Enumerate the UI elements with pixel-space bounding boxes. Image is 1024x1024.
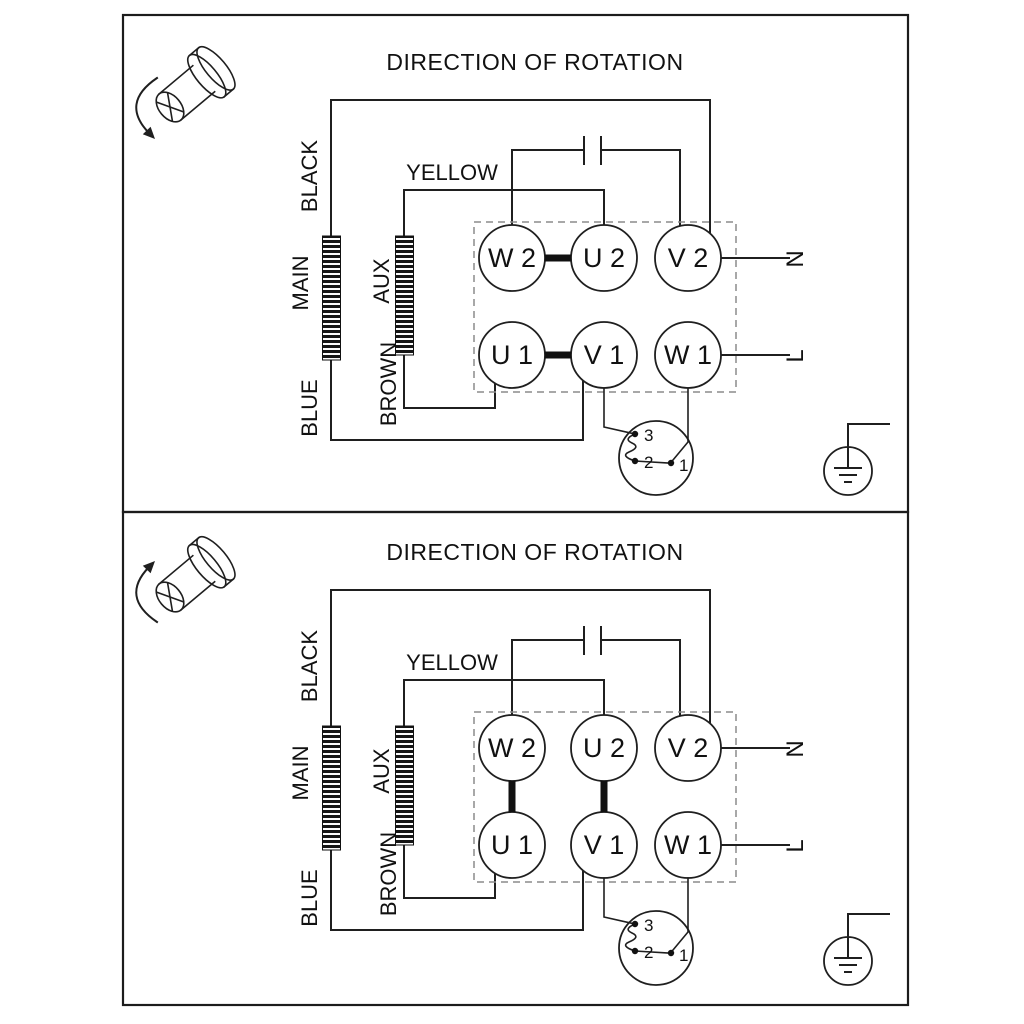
terminal-label-v2: V 2 bbox=[668, 243, 709, 273]
switch-label-1: 1 bbox=[679, 456, 688, 475]
terminal-label-v1: V 1 bbox=[584, 830, 625, 860]
switch-label-1: 1 bbox=[679, 946, 688, 965]
panel-bottom: DIRECTION OF ROTATION BLACK MAIN BLUE AU… bbox=[135, 530, 890, 986]
label-aux: AUX bbox=[369, 258, 394, 304]
panel-bottom-title: DIRECTION OF ROTATION bbox=[386, 539, 683, 565]
switch-label-3: 3 bbox=[644, 426, 653, 445]
motor-icon-bottom bbox=[143, 530, 242, 626]
rotation-arrowhead-bottom-icon bbox=[142, 561, 155, 574]
label-brown: BROWN bbox=[376, 342, 401, 426]
terminal-label-w1: W 1 bbox=[664, 340, 712, 370]
rotation-arrow-top bbox=[135, 76, 159, 135]
switch-label-2: 2 bbox=[644, 453, 653, 472]
terminal-label-v1: V 1 bbox=[584, 340, 625, 370]
label-neutral: N bbox=[782, 740, 809, 757]
label-line: L bbox=[782, 839, 809, 852]
label-line: L bbox=[782, 349, 809, 362]
terminal-label-w2: W 2 bbox=[488, 733, 536, 763]
label-neutral: N bbox=[782, 250, 809, 267]
label-yellow: YELLOW bbox=[406, 650, 498, 675]
terminal-label-u2: U 2 bbox=[583, 243, 625, 273]
motor-icon-top bbox=[143, 40, 242, 136]
terminal-label-u2: U 2 bbox=[583, 733, 625, 763]
panel-bottom-border bbox=[121, 510, 910, 1007]
label-main: MAIN bbox=[288, 256, 313, 311]
rotation-arrow-bottom bbox=[135, 565, 159, 624]
label-black: BLACK bbox=[297, 140, 322, 212]
terminal-label-u1: U 1 bbox=[491, 340, 533, 370]
label-blue: BLUE bbox=[297, 379, 322, 436]
label-yellow: YELLOW bbox=[406, 160, 498, 185]
panel-top: DIRECTION OF ROTATION BLACK MAIN BLUE AU… bbox=[135, 40, 890, 496]
terminal-label-v2: V 2 bbox=[668, 733, 709, 763]
terminal-label-w2: W 2 bbox=[488, 243, 536, 273]
rotation-arrowhead-top-icon bbox=[142, 126, 155, 139]
label-blue: BLUE bbox=[297, 869, 322, 926]
panel-top-title: DIRECTION OF ROTATION bbox=[386, 49, 683, 75]
switch-label-2: 2 bbox=[644, 943, 653, 962]
label-aux: AUX bbox=[369, 748, 394, 794]
label-black: BLACK bbox=[297, 630, 322, 702]
terminal-label-w1: W 1 bbox=[664, 830, 712, 860]
terminal-label-u1: U 1 bbox=[491, 830, 533, 860]
label-brown: BROWN bbox=[376, 832, 401, 916]
switch-label-3: 3 bbox=[644, 916, 653, 935]
label-main: MAIN bbox=[288, 746, 313, 801]
